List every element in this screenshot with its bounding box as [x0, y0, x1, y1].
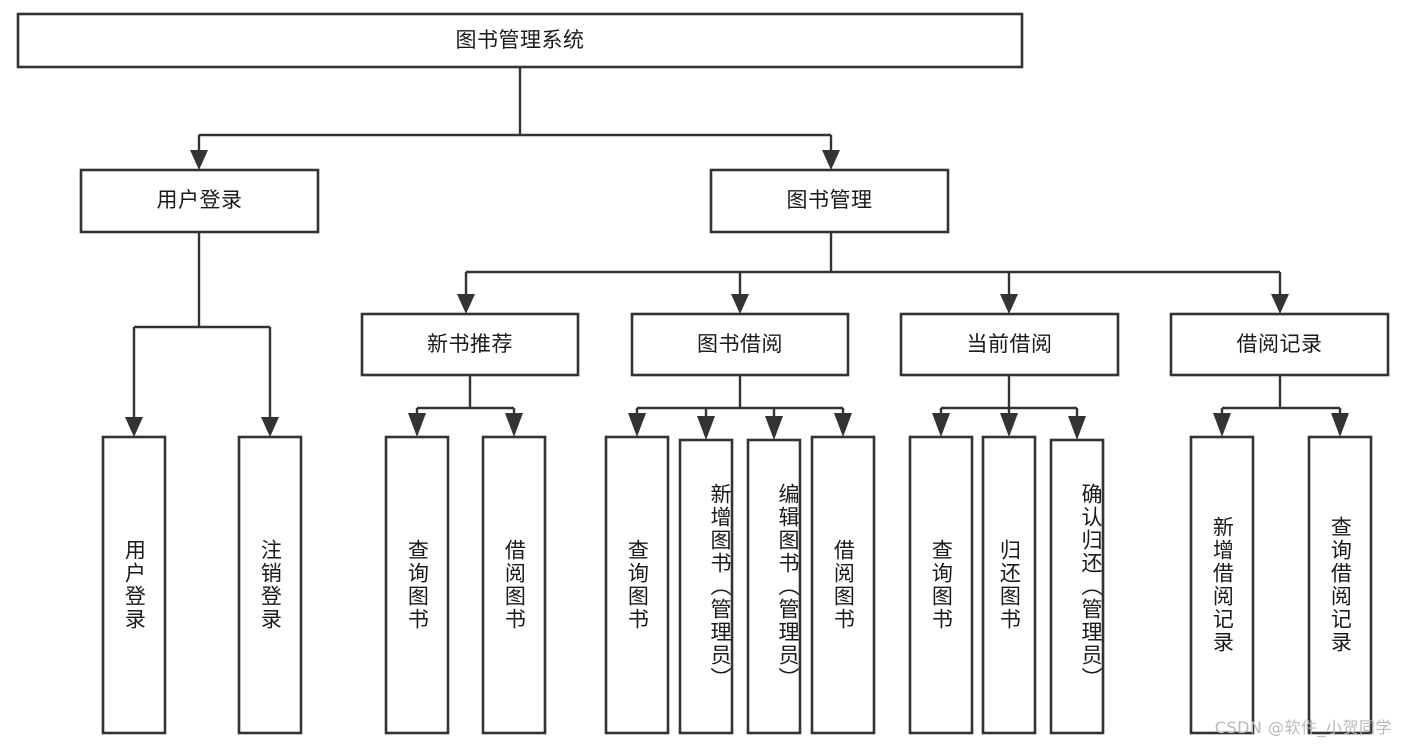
arrow-current-leaf-2 — [1000, 413, 1018, 437]
arrow-bookmgmt-to-record — [1271, 294, 1289, 314]
node-box-leaf-add-book-admin[interactable] — [678, 438, 734, 735]
node-box-user-login[interactable] — [79, 168, 320, 234]
node-box-new-book-recommend[interactable] — [360, 312, 580, 377]
node-box-book-borrow[interactable] — [630, 312, 850, 377]
arrow-root-to-book-mgmt — [822, 150, 840, 170]
box-layer — [16, 12, 1390, 735]
arrow-current-leaf-3 — [1068, 416, 1086, 440]
arrow-current-leaf-1 — [932, 413, 950, 437]
node-box-leaf-borrow-book-newbook[interactable] — [481, 435, 547, 735]
arrow-userlogin-leaf-1 — [125, 417, 143, 437]
arrow-userlogin-leaf-2 — [261, 417, 279, 437]
node-box-leaf-query-book-current[interactable] — [908, 435, 974, 735]
node-box-leaf-query-book-borrow[interactable] — [604, 435, 670, 735]
connector-layer — [125, 67, 1349, 440]
arrow-bookmgmt-to-current — [1000, 294, 1018, 314]
arrow-record-leaf-1 — [1213, 413, 1231, 437]
arrow-borrow-leaf-1 — [628, 413, 646, 437]
node-box-leaf-borrow-book-borrow[interactable] — [810, 435, 876, 735]
node-box-leaf-logout[interactable] — [237, 435, 303, 735]
node-box-leaf-query-borrow-record[interactable] — [1307, 435, 1373, 735]
arrow-borrow-leaf-4 — [834, 413, 852, 437]
node-box-leaf-confirm-return-admin[interactable] — [1049, 438, 1105, 735]
node-box-current-borrow[interactable] — [899, 312, 1120, 377]
arrow-newbook-leaf-1 — [408, 413, 426, 437]
node-box-leaf-user-login[interactable] — [101, 435, 167, 735]
node-box-root[interactable] — [16, 12, 1024, 69]
arrow-bookmgmt-to-borrow — [731, 294, 749, 314]
node-box-leaf-edit-book-admin[interactable] — [746, 438, 802, 735]
arrow-record-leaf-2 — [1331, 413, 1349, 437]
node-box-book-management[interactable] — [709, 168, 950, 234]
node-box-borrow-record[interactable] — [1169, 312, 1390, 377]
node-box-leaf-query-book-newbook[interactable] — [384, 435, 450, 735]
node-box-leaf-return-book[interactable] — [981, 435, 1037, 735]
arrow-bookmgmt-to-newbook — [457, 294, 475, 314]
arrow-borrow-leaf-3 — [765, 416, 783, 440]
arrow-borrow-leaf-2 — [697, 416, 715, 440]
node-box-leaf-add-borrow-record[interactable] — [1189, 435, 1255, 735]
arrow-root-to-user-login — [190, 150, 208, 170]
arrow-newbook-leaf-2 — [505, 413, 523, 437]
